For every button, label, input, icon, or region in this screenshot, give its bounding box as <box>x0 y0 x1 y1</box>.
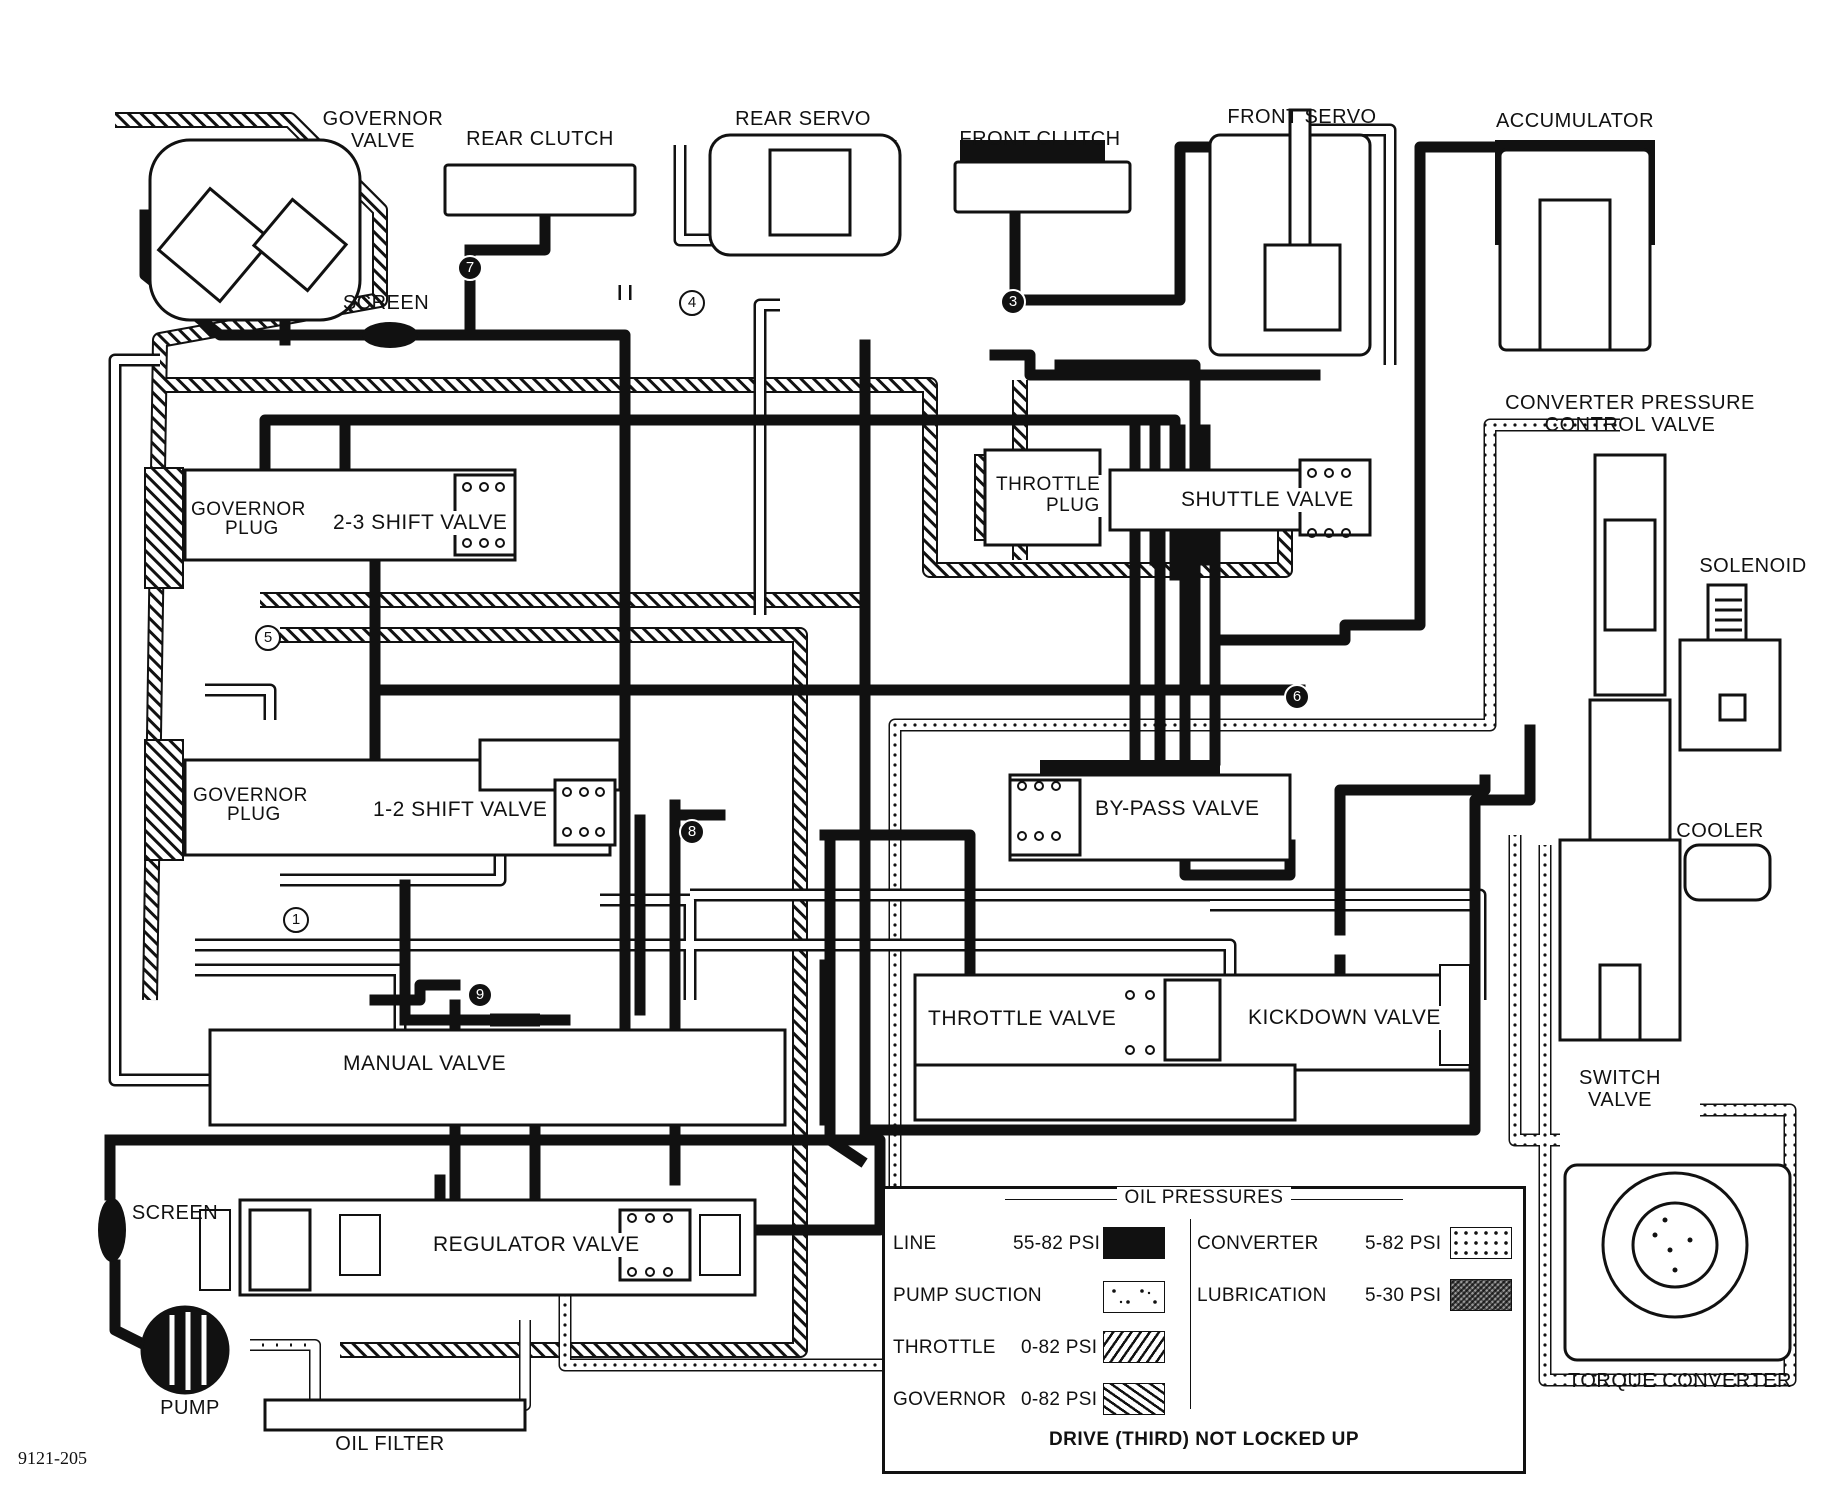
rear-clutch <box>443 163 637 217</box>
legend-title: OIL PRESSURES <box>885 1187 1523 1209</box>
legend-suction-swatch <box>1103 1281 1165 1313</box>
figure-id: 9121-205 <box>18 1448 87 1468</box>
screen-bottom-label: SCREEN <box>131 1202 219 1224</box>
legend-throttle-swatch <box>1103 1331 1165 1363</box>
accumulator-label: ACCUMULATOR <box>1495 110 1655 132</box>
kickdown-valve-label: KICKDOWN VALVE <box>1245 1006 1444 1030</box>
regulator-valve-label: REGULATOR VALVE <box>430 1233 643 1257</box>
legend-converter-swatch <box>1450 1227 1512 1259</box>
rear-servo-label: REAR SERVO <box>735 108 871 130</box>
shuttle-valve-label: SHUTTLE VALVE <box>1178 488 1357 512</box>
check-point-4: 4 <box>679 290 705 316</box>
rear-clutch-label: REAR CLUTCH <box>466 128 614 150</box>
legend-governor-swatch <box>1103 1383 1165 1415</box>
legend-throttle-psi: 0-82 PSI <box>1021 1337 1098 1358</box>
screen-top-label: SCREEN <box>342 292 430 314</box>
legend-throttle-name: THROTTLE <box>893 1337 996 1358</box>
front-clutch <box>953 160 1132 214</box>
legend-suction-name: PUMP SUCTION <box>893 1285 1042 1306</box>
cooler-label: COOLER <box>1676 820 1764 842</box>
shift-1-2-label: 1-2 SHIFT VALVE <box>370 798 551 822</box>
legend-governor-psi: 0-82 PSI <box>1021 1389 1098 1410</box>
oil-pressures-legend: OIL PRESSURES LINE 55-82 PSI PUMP SUCTIO… <box>882 1186 1526 1474</box>
cooler <box>1683 843 1772 902</box>
manual-valve-label: MANUAL VALVE <box>340 1052 510 1076</box>
component-housings <box>140 108 1792 1432</box>
spool-lands <box>199 964 1471 1291</box>
check-point-3: 3 <box>1000 289 1026 315</box>
throttle-valve-label: THROTTLE VALVE <box>925 1007 1120 1031</box>
legend-caption: DRIVE (THIRD) NOT LOCKED UP <box>1048 1429 1360 1450</box>
valve-body-manual <box>208 1028 787 1127</box>
pump-label: PUMP <box>160 1397 220 1419</box>
suction-swatch-marks <box>1112 1289 1157 1304</box>
legend-line-psi: 55-82 PSI <box>1013 1233 1101 1254</box>
front-servo-label: FRONT SERVO <box>1227 106 1377 128</box>
legend-lube-swatch <box>1450 1279 1512 1311</box>
by-pass-valve-label: BY-PASS VALVE <box>1092 797 1263 821</box>
valve-bodies <box>183 448 1472 1297</box>
check-point-6: 6 <box>1284 684 1310 710</box>
pump <box>140 1305 230 1395</box>
check-point-5: 5 <box>255 625 281 651</box>
legend-lube-psi: 5-30 PSI <box>1365 1285 1442 1306</box>
check-point-7: 7 <box>457 255 483 281</box>
check-point-1: 1 <box>283 907 309 933</box>
legend-converter-name: CONVERTER <box>1197 1233 1319 1254</box>
torque-converter-label: TORQUE CONVERTER <box>1568 1370 1792 1392</box>
converter-passages <box>250 418 1797 1411</box>
port-dots <box>462 468 1351 1277</box>
check-point-9: 9 <box>467 982 493 1008</box>
legend-line-name: LINE <box>893 1233 937 1254</box>
legend-lube-name: LUBRICATION <box>1197 1285 1327 1306</box>
check-point-8: 8 <box>679 819 705 845</box>
oil-filter <box>263 1398 527 1432</box>
shift-2-3-label: 2-3 SHIFT VALVE <box>330 511 511 535</box>
legend-divider <box>1190 1219 1191 1409</box>
legend-governor-name: GOVERNOR <box>893 1389 1007 1410</box>
legend-line-swatch <box>1103 1227 1165 1259</box>
front-clutch-label: FRONT CLUTCH <box>959 128 1121 150</box>
legend-converter-psi: 5-82 PSI <box>1365 1233 1442 1254</box>
oil-filter-label: OIL FILTER <box>335 1433 445 1455</box>
solenoid-label: SOLENOID <box>1699 555 1807 577</box>
